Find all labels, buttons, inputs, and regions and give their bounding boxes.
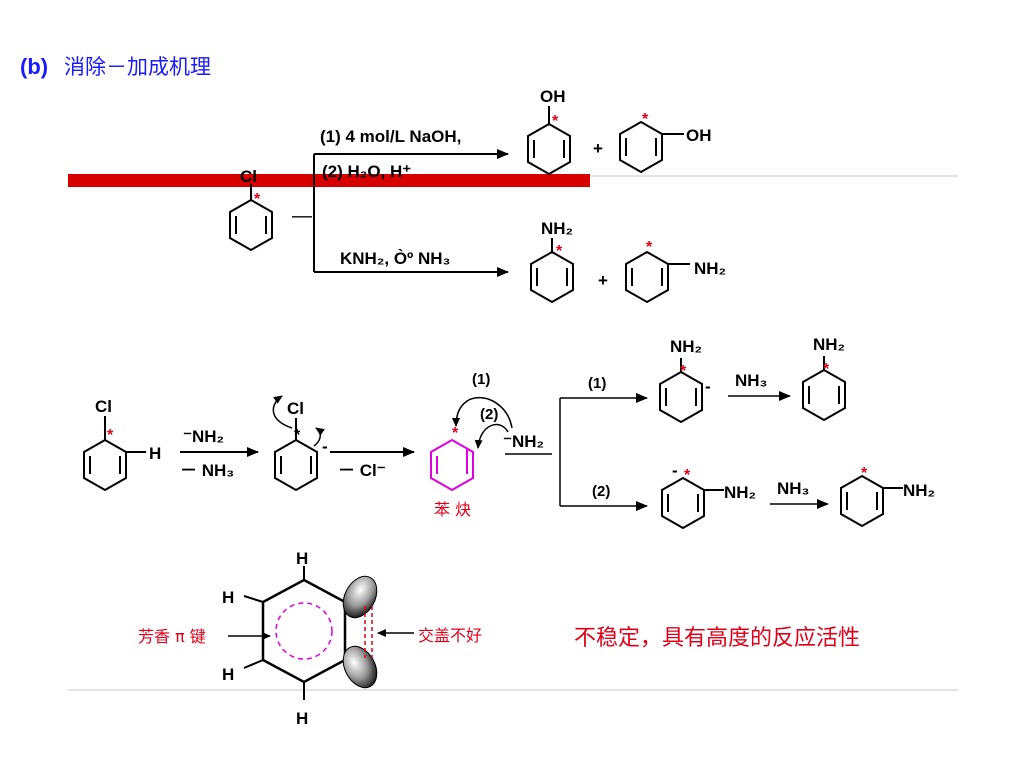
path-label-1: (1) [588, 375, 606, 392]
cl-label: Cl [95, 397, 112, 416]
oh-label: OH [540, 87, 566, 106]
path2-product: NH₂ * [840, 465, 935, 528]
star-marker: * [254, 191, 261, 208]
page-title: 消除－加成机理 [64, 55, 211, 79]
leaving-group: － Cl⁻ [338, 461, 386, 480]
nh2-label: NH₂ [724, 483, 756, 502]
nh3-reagent: NH₃ [735, 371, 767, 390]
upper-condition-1: (1) 4 mol/L NaOH, [320, 127, 461, 146]
star-marker: * [552, 113, 559, 130]
nh2-label: NH₂ [813, 335, 845, 354]
star-marker: * [861, 465, 868, 482]
nh2-label: NH₂ [670, 337, 702, 356]
h-label: H [222, 665, 234, 684]
aromatic-pi-label: 芳香 π 键 [138, 627, 206, 646]
nh2-label: NH₂ [903, 481, 935, 500]
attack-arrow-1 [452, 397, 513, 429]
h-label: H [296, 709, 308, 728]
minus-sign: — [292, 205, 312, 227]
benzyne-orbital-diagram: H H H H [222, 549, 414, 728]
path-label-2: (2) [592, 483, 610, 500]
path1-anion: NH₂ - * [659, 337, 711, 424]
path2-anion: NH₂ - * [661, 461, 756, 530]
lower-condition: KNH₂, Òº NH₃ [340, 249, 450, 268]
nucleophile: ⁻NH₂ [503, 432, 544, 451]
path1-product: NH₂ * [802, 335, 846, 422]
curved-arrow [272, 395, 293, 429]
h-label: H [222, 588, 234, 607]
star-marker: * [452, 425, 459, 442]
cl-label: Cl [287, 399, 304, 418]
star-marker: * [646, 239, 653, 256]
conclusion-text: 不稳定，具有高度的反应活性 [574, 626, 860, 651]
star-marker: * [823, 361, 830, 378]
phenol-product-2: OH * [619, 111, 712, 174]
nh2-label: NH₂ [541, 219, 573, 238]
attack-label-2: (2) [480, 406, 498, 423]
aniline-product-1: NH₂ * [530, 219, 574, 304]
step1-byproduct: － NH₃ [180, 461, 234, 480]
oh-label: OH [686, 126, 712, 145]
phenol-product-1: OH * [527, 87, 571, 176]
red-banner [68, 174, 590, 187]
star-marker: * [680, 363, 687, 380]
upper-condition-2: (2) H₂O, H⁺ [322, 162, 411, 181]
attack-label-1: (1) [472, 371, 490, 388]
cl-label: Cl [240, 167, 257, 186]
aniline-product-2: NH₂ * [625, 239, 726, 304]
plus-sign: + [593, 139, 603, 158]
h-label: H [149, 444, 161, 463]
benzyne: * [430, 425, 474, 492]
star-marker: * [556, 243, 563, 260]
star-marker: * [642, 111, 649, 128]
star-marker: * [294, 427, 301, 444]
star-marker: * [107, 427, 114, 444]
charge-label: - [705, 377, 711, 396]
step1-reagent: ⁻NH₂ [183, 427, 224, 446]
nh2-label: NH₂ [694, 259, 726, 278]
attack-arrow-2 [474, 423, 509, 449]
star-marker: * [684, 467, 691, 484]
charge-label: - [672, 461, 678, 480]
title-prefix: (b) [20, 54, 48, 79]
poor-overlap-label: 交盖不好 [418, 626, 482, 645]
chlorobenzene-top: Cl * [229, 167, 273, 252]
carbanion-intermediate: Cl - * [272, 395, 328, 492]
plus-sign: + [598, 271, 608, 290]
h-label: H [296, 549, 308, 568]
curved-arrow [313, 427, 325, 447]
chlorobenzene-mech: Cl H * [83, 397, 161, 492]
benzyne-label: 苯 炔 [434, 500, 471, 519]
nh3-reagent: NH₃ [777, 479, 809, 498]
charge-label: - [322, 437, 328, 456]
